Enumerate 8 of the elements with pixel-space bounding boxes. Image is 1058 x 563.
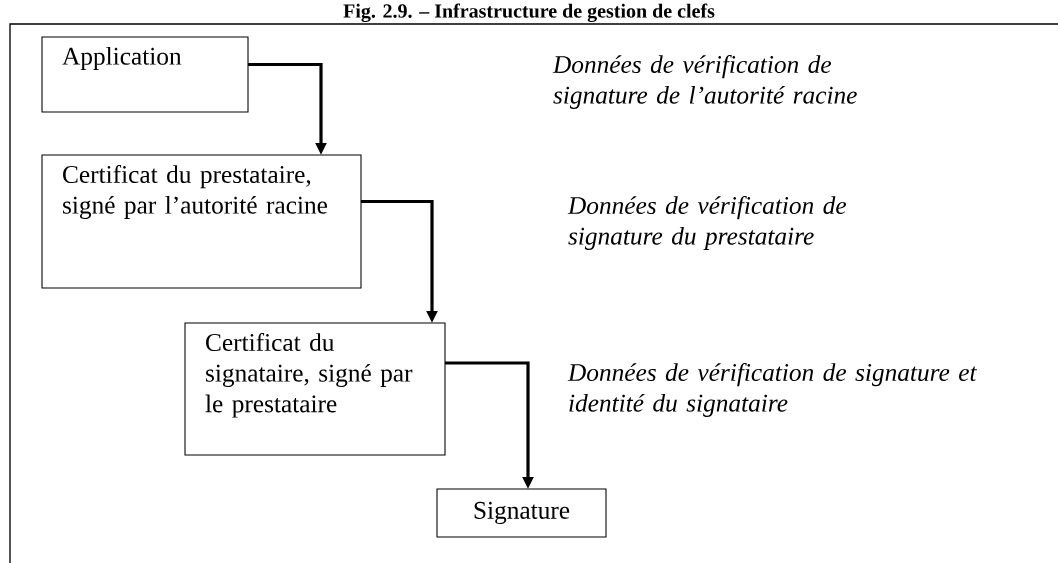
process-box: Certificat du prestataire, signé par l’autorité racine [41, 154, 362, 289]
annotation: Données de vérification de signature de l’autorité racine [552, 55, 857, 109]
process-box: Application [41, 36, 249, 113]
process-box: Certificat du signataire, signé par le prestataire [184, 322, 446, 456]
annotation: Données de vérification de signature du prestataire [567, 196, 846, 250]
figure-title: Fig. 2.9. – Infrastructure de gestion de clefs [343, 3, 715, 22]
annotation: Données de vérification de signature et identité du signataire [567, 363, 978, 417]
process-box: Signature [436, 488, 607, 538]
